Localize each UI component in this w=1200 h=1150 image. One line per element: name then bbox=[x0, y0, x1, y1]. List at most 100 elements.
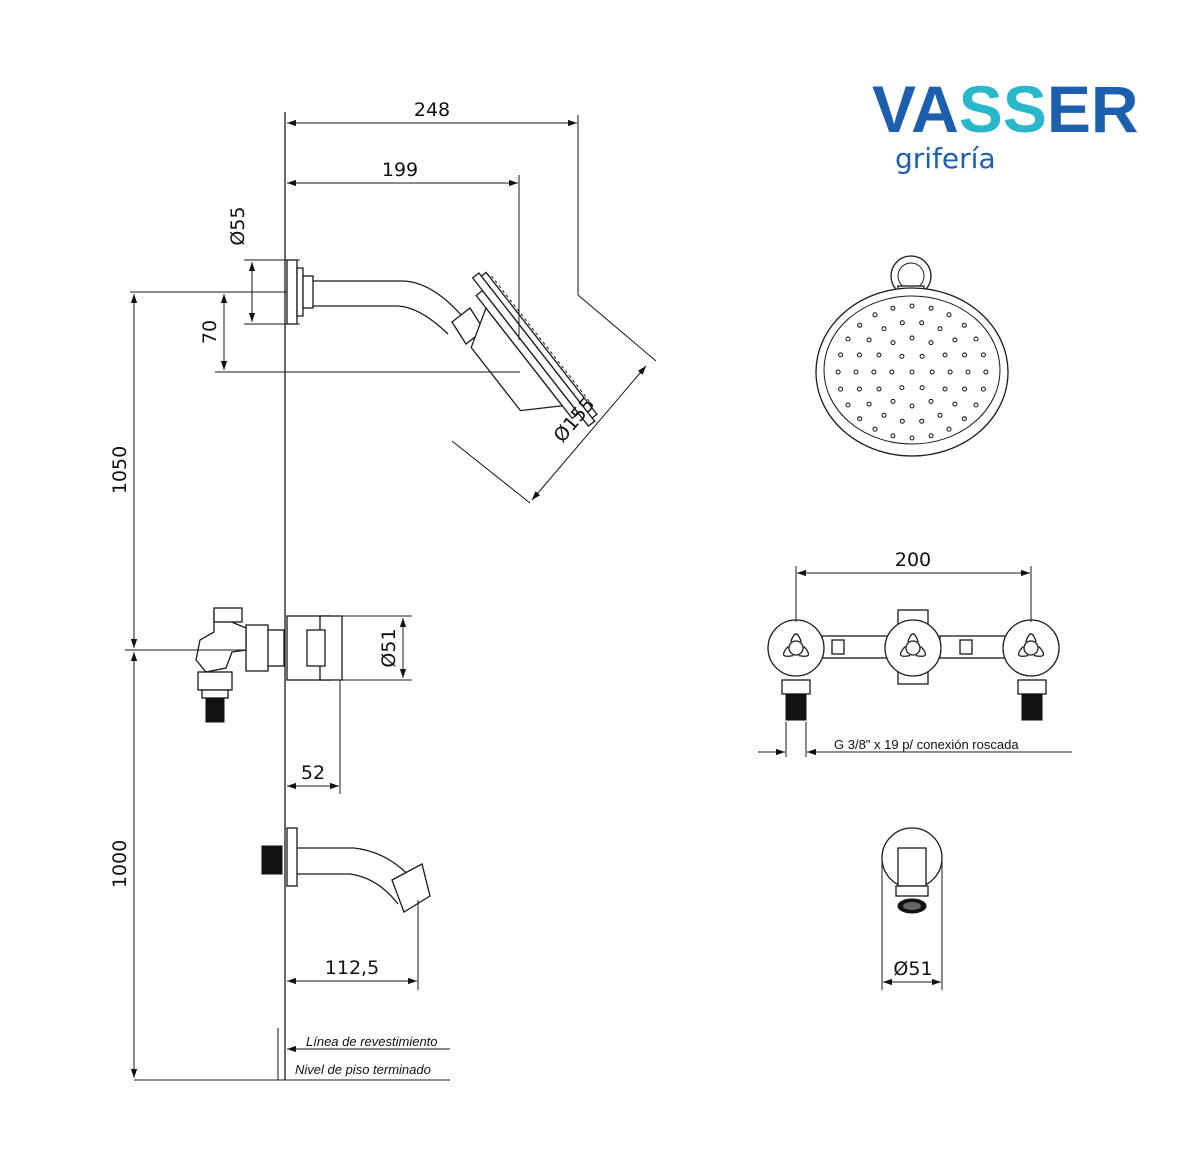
connection-note: G 3/8" x 19 p/ conexión roscada bbox=[834, 737, 1019, 752]
nozzle bbox=[946, 426, 952, 432]
logo-text-va: VA bbox=[872, 72, 959, 146]
nozzle bbox=[980, 386, 986, 392]
nozzle bbox=[962, 352, 968, 358]
shower-nozzles bbox=[835, 303, 989, 441]
logo-tagline: grifería bbox=[895, 142, 996, 175]
nozzle bbox=[952, 401, 958, 407]
nozzle bbox=[857, 416, 863, 422]
valve-stub-right bbox=[1017, 679, 1047, 721]
label-199: 199 bbox=[382, 159, 418, 181]
nozzle bbox=[973, 336, 979, 342]
floor-level-note: Nivel de piso terminado bbox=[295, 1062, 431, 1077]
nozzle bbox=[845, 402, 851, 408]
nozzle bbox=[890, 305, 896, 311]
nozzle bbox=[928, 398, 934, 404]
nozzle bbox=[946, 312, 952, 318]
logo-text-ss: SS bbox=[959, 72, 1047, 146]
nozzle bbox=[899, 353, 905, 359]
nozzle bbox=[928, 433, 934, 439]
nozzle bbox=[899, 385, 905, 391]
wall-line-note: Línea de revestimiento bbox=[306, 1034, 438, 1049]
nozzle bbox=[980, 352, 986, 358]
dimension-labels: 248 199 Ø55 70 1050 Ø155 Ø51 52 1000 112… bbox=[109, 99, 933, 980]
nozzle bbox=[942, 352, 948, 358]
brand-logo: VASSER grifería bbox=[872, 72, 1139, 175]
label-spout-51: Ø51 bbox=[893, 958, 932, 980]
nozzle bbox=[890, 433, 896, 439]
diverter-handle bbox=[884, 619, 942, 677]
nozzle bbox=[871, 369, 877, 375]
nozzle bbox=[845, 336, 851, 342]
nozzle bbox=[838, 386, 844, 392]
notes: G 3/8" x 19 p/ conexión roscada Línea de… bbox=[295, 737, 1019, 1077]
shower-arm bbox=[313, 280, 463, 317]
nozzle bbox=[890, 340, 896, 346]
valve-handle bbox=[767, 619, 825, 677]
shower-side-view bbox=[286, 259, 598, 427]
spout-side-view bbox=[261, 827, 431, 913]
nozzle bbox=[928, 305, 934, 311]
nozzle bbox=[866, 337, 872, 343]
nozzle bbox=[947, 369, 953, 375]
spout-front-view bbox=[881, 827, 943, 914]
nozzle bbox=[890, 398, 896, 404]
nozzle bbox=[856, 352, 862, 358]
shower-wall-flange bbox=[286, 259, 298, 325]
nozzle bbox=[983, 369, 989, 375]
nozzle bbox=[919, 353, 925, 359]
label-flange-55: Ø55 bbox=[227, 206, 249, 245]
label-112-5: 112,5 bbox=[325, 957, 379, 979]
label-1000: 1000 bbox=[109, 840, 131, 888]
dim-155 bbox=[531, 365, 647, 501]
logo-text-er: ER bbox=[1047, 72, 1139, 146]
valve-front-view bbox=[767, 609, 1060, 721]
label-valve-51: Ø51 bbox=[378, 628, 400, 667]
nozzle bbox=[899, 320, 905, 326]
nozzle bbox=[866, 401, 872, 407]
nozzle bbox=[872, 312, 878, 318]
nozzle bbox=[937, 326, 943, 332]
nozzle bbox=[889, 369, 895, 375]
spout-thread bbox=[261, 845, 283, 875]
nozzle bbox=[965, 369, 971, 375]
valve-handle bbox=[1002, 619, 1060, 677]
wall-lines bbox=[134, 112, 450, 1081]
svg-text:VASSER: VASSER bbox=[872, 72, 1139, 146]
valve-stub-left bbox=[781, 679, 811, 721]
valve-pipe-right bbox=[939, 635, 1011, 659]
valve-handles bbox=[767, 619, 1060, 677]
nozzle bbox=[961, 416, 967, 422]
nozzle bbox=[909, 369, 915, 375]
nozzle bbox=[909, 435, 915, 441]
nozzle bbox=[952, 337, 958, 343]
nozzle bbox=[838, 352, 844, 358]
nozzle bbox=[961, 322, 967, 328]
label-52: 52 bbox=[301, 762, 325, 784]
nozzle bbox=[962, 386, 968, 392]
valve-thread-side bbox=[205, 697, 225, 723]
nozzle bbox=[919, 418, 925, 424]
nozzle bbox=[919, 385, 925, 391]
nozzle bbox=[856, 386, 862, 392]
nozzle bbox=[881, 326, 887, 332]
label-70: 70 bbox=[199, 320, 221, 344]
dimension-lines bbox=[125, 115, 1072, 1078]
nozzle bbox=[928, 340, 934, 346]
nozzle bbox=[929, 369, 935, 375]
nozzle bbox=[973, 402, 979, 408]
nozzle bbox=[909, 403, 915, 409]
valve-side-view bbox=[195, 607, 343, 723]
nozzle bbox=[909, 335, 915, 341]
nozzle bbox=[942, 386, 948, 392]
nozzle bbox=[835, 369, 841, 375]
nozzle bbox=[899, 418, 905, 424]
nozzle bbox=[919, 320, 925, 326]
nozzle bbox=[853, 369, 859, 375]
nozzle bbox=[857, 322, 863, 328]
label-1050: 1050 bbox=[109, 446, 131, 494]
nozzle bbox=[909, 303, 915, 309]
nozzle bbox=[937, 412, 943, 418]
label-248: 248 bbox=[414, 99, 450, 121]
nozzle bbox=[876, 386, 882, 392]
